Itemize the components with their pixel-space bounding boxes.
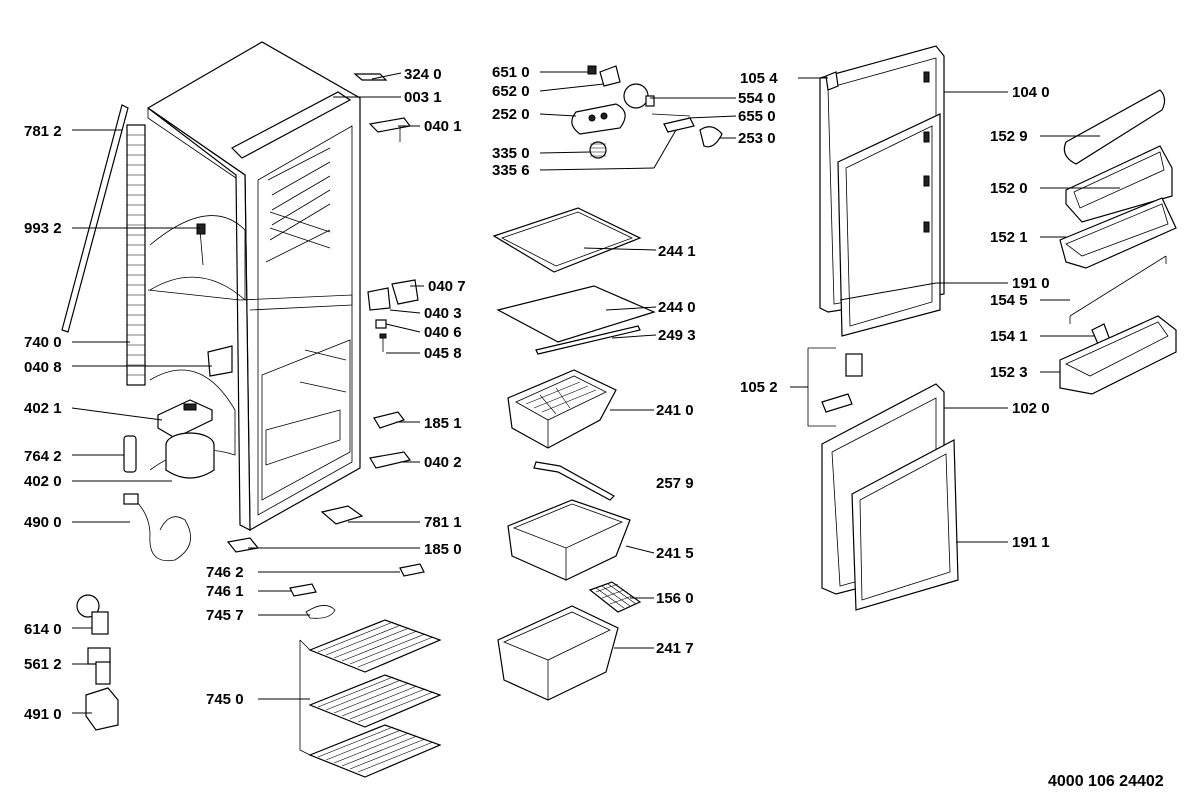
label-781-1: 781 1 [424,514,462,531]
label-105-2: 105 2 [740,379,778,396]
thermostat-knob [76,594,109,635]
label-746-2: 746 2 [206,564,244,581]
label-614-0: 614 0 [24,621,62,638]
label-104-0: 104 0 [1012,84,1050,101]
label-554-0: 554 0 [738,90,776,107]
label-152-9: 152 9 [990,128,1028,145]
label-040-3: 040 3 [424,305,462,322]
label-253-0: 253 0 [738,130,776,147]
label-781-2: 781 2 [24,123,62,140]
label-152-3: 152 3 [990,364,1028,381]
label-324-0: 324 0 [404,66,442,83]
label-402-0: 402 0 [24,473,62,490]
label-490-0: 490 0 [24,514,62,531]
cover-part [85,687,119,731]
wire-shelves [299,619,442,778]
lamp-holder [87,647,111,685]
label-241-7: 241 7 [656,640,694,657]
rod-part [61,104,129,333]
glass-shelf-framed [492,207,642,273]
compressor [157,399,215,479]
cabinet-left-side [147,107,251,531]
label-040-1: 040 1 [424,118,462,135]
door-shelf-upper [1065,145,1173,223]
label-040-6: 040 6 [424,324,462,341]
label-993-2: 993 2 [24,220,62,237]
capacitor [123,435,137,473]
label-655-0: 655 0 [738,108,776,125]
label-746-1: 746 1 [206,583,244,600]
label-241-5: 241 5 [656,545,694,562]
drawer-medium [507,499,631,581]
glass-shelf [496,285,656,343]
label-185-0: 185 0 [424,541,462,558]
door-shelf-bottom [1059,315,1177,395]
label-335-6: 335 6 [492,162,530,179]
label-154-1: 154 1 [990,328,1028,345]
lower-door-gasket [851,439,959,611]
label-152-1: 152 1 [990,229,1028,246]
door-shelf-cover [1063,89,1166,165]
label-156-0: 156 0 [656,590,694,607]
drawer-small [507,369,617,449]
label-040-8: 040 8 [24,359,62,376]
label-191-0: 191 0 [1012,275,1050,292]
cabinet-group [61,41,442,778]
label-745-7: 745 7 [206,607,244,624]
label-257-9: 257 9 [656,475,694,492]
label-402-1: 402 1 [24,400,62,417]
label-241-0: 241 0 [656,402,694,419]
label-045-8: 045 8 [424,345,462,362]
document-number: 4000 106 24402 [1048,773,1164,790]
drawer-large [497,605,619,701]
label-252-0: 252 0 [492,106,530,123]
label-652-0: 652 0 [492,83,530,100]
ice-tray [588,581,642,613]
label-040-7: 040 7 [428,278,466,295]
power-cord [134,499,192,562]
label-745-0: 745 0 [206,691,244,708]
label-244-0: 244 0 [658,299,696,316]
door-shelf-middle [1059,197,1177,269]
label-105-4: 105 4 [740,70,778,87]
label-102-0: 102 0 [1012,400,1050,417]
label-003-1: 003 1 [404,89,442,106]
label-335-0: 335 0 [492,145,530,162]
label-249-3: 249 3 [658,327,696,344]
label-561-2: 561 2 [24,656,62,673]
label-651-0: 651 0 [492,64,530,81]
label-154-5: 154 5 [990,292,1028,309]
label-764-2: 764 2 [24,448,62,465]
label-040-2: 040 2 [424,454,462,471]
middle-parts-group [492,65,723,701]
label-491-0: 491 0 [24,706,62,723]
leader-lines [71,71,1120,714]
part-labels: 324 0 003 1 040 1 781 2 993 2 740 0 040 … [24,64,1164,790]
doors-group [807,45,1177,611]
label-152-0: 152 0 [990,180,1028,197]
label-244-1: 244 1 [658,243,696,260]
upper-door-gasket [837,113,941,337]
label-185-1: 185 1 [424,415,462,432]
label-191-1: 191 1 [1012,534,1050,551]
label-740-0: 740 0 [24,334,62,351]
